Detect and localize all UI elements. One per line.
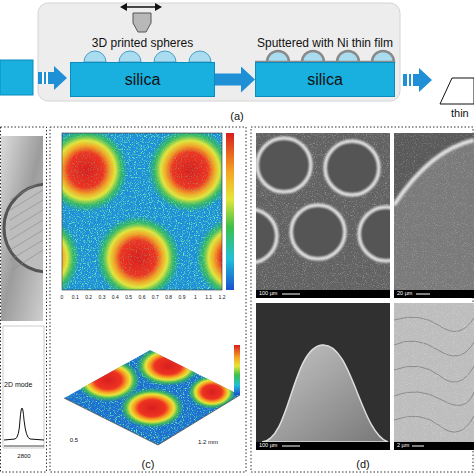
axis-tick: 0.1 [72, 295, 79, 300]
axis-tick: 0.8 [165, 295, 172, 300]
axis-tick: 0.3 [99, 295, 106, 300]
axis-tick: 0.5 [69, 437, 79, 443]
scale-bar-label: 100 µm [259, 291, 277, 297]
axis-tick: 1 [194, 295, 197, 300]
panel-label: (a) [230, 111, 243, 122]
process-box: 3D printed spheressilica [70, 62, 215, 97]
axis-tick: 0 [61, 295, 64, 300]
axis-tick: 0.9 [179, 295, 186, 300]
scale-bar-label: 100 µm [259, 443, 277, 449]
panel-label: (d) [356, 459, 369, 470]
sem-image [256, 303, 390, 450]
substrate-block [0, 60, 33, 95]
thin-film-part [440, 78, 474, 104]
process-band [38, 3, 400, 101]
axis-tick: 0.4 [112, 295, 119, 300]
dimension: 1.2 mm [197, 439, 219, 445]
axis-tick: 1.2 [219, 295, 226, 300]
scale-bar-label: 2 µm [397, 443, 409, 449]
surface-plot [60, 345, 245, 450]
box-label: silica [307, 71, 343, 89]
axis-tick: 2800 [17, 453, 30, 459]
axis-tick: 0.2 [85, 295, 92, 300]
panel-frame [1, 127, 474, 472]
step-heading: 3D printed spheres [92, 37, 193, 50]
axis-tick: 0.7 [152, 295, 159, 300]
printed-spheres [84, 51, 211, 62]
process-arrow [38, 66, 67, 90]
process-arrow [215, 74, 241, 86]
process-arrow [403, 68, 432, 92]
sample-photo [1, 136, 43, 321]
raman-spectrum [3, 326, 44, 448]
process-box: Sputtered with Ni thin filmsilica [255, 62, 395, 97]
scale-bar-label: 20 µm [397, 291, 412, 297]
axis-tick: 0.5 [125, 295, 132, 300]
box-label: silica [125, 71, 161, 89]
printer-nozzle [120, 3, 162, 32]
panel-label: (c) [142, 459, 155, 470]
step-heading: Sputtered with Ni thin film [257, 37, 393, 50]
axis-tick: 1.1 [205, 295, 212, 300]
part-label: thin [451, 108, 469, 119]
sem-image [394, 303, 474, 450]
nickel-coated-spheres [255, 51, 395, 62]
axis-tick: 0.6 [139, 295, 146, 300]
sem-image [394, 133, 474, 298]
sem-image [256, 133, 390, 298]
height-map [0, 128, 280, 300]
peak-label: 2D mode [4, 381, 32, 388]
